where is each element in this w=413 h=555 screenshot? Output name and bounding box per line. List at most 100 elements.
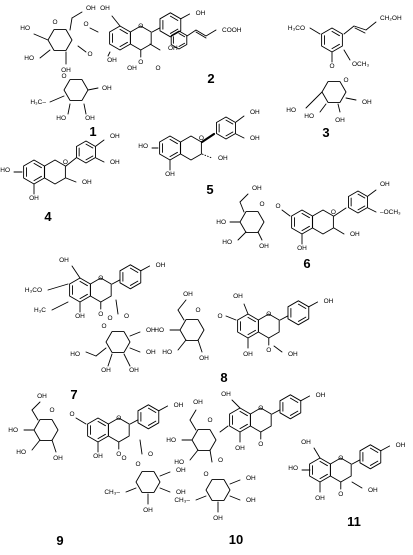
single-bond: [111, 279, 121, 285]
single-bond: [107, 353, 113, 367]
single-bond: [243, 303, 249, 315]
single-bond: [39, 49, 51, 59]
single-bond: [33, 33, 49, 41]
single-bond: [129, 347, 141, 353]
atom-label: OH: [156, 262, 166, 269]
double-bond: [289, 397, 299, 403]
double-bond: [331, 30, 340, 37]
atom-label: OH: [316, 392, 326, 399]
single-bond: [281, 209, 291, 217]
atom-label: H₃CO: [288, 25, 305, 32]
atom-label: O: [199, 135, 204, 142]
double-bond: [169, 15, 179, 21]
double-bond: [225, 119, 234, 125]
atom-label: HO: [222, 239, 232, 246]
atom-label: OH: [176, 489, 186, 496]
atom-label: O: [116, 415, 121, 422]
single-bond: [345, 97, 357, 101]
atom-label: CH₃–: [104, 489, 120, 496]
wedge-bond: [200, 132, 216, 144]
compound-number-3: 3: [322, 125, 329, 140]
atom-label: OH: [297, 245, 307, 252]
atom-label: OH: [335, 117, 345, 124]
single-bond: [351, 459, 361, 465]
double-bond: [369, 447, 379, 453]
atom-label: OH: [85, 115, 95, 122]
atom-label: OH: [168, 45, 178, 52]
atom-label: O: [195, 307, 200, 314]
glucose-ring: [321, 81, 347, 103]
atom-label: CH₃–: [174, 497, 190, 504]
atom-label: OH: [82, 179, 92, 186]
single-bond: [67, 103, 71, 115]
c-ring: [312, 209, 334, 235]
single-bond: [177, 299, 187, 311]
phenyl-ring: [170, 30, 188, 50]
atom-label: OH: [143, 507, 153, 514]
single-bond: [83, 103, 87, 115]
glucose-ring: [191, 429, 217, 451]
atom-label: CH₂OH: [380, 15, 402, 22]
bond-chain: [343, 21, 377, 35]
single-bond: [239, 193, 249, 203]
single-bond: [219, 425, 229, 433]
bond-chain: [186, 29, 217, 37]
atom-label: O: [83, 21, 88, 28]
atom-label: O: [69, 411, 74, 418]
single-bond: [209, 449, 213, 463]
single-bond: [197, 339, 203, 353]
atom-label: O: [87, 51, 92, 58]
single-bond: [380, 445, 391, 452]
atom-label: OH: [235, 445, 245, 452]
single-bond: [129, 419, 139, 425]
atom-label: HO: [216, 219, 226, 226]
single-bond: [273, 345, 283, 353]
single-bond: [235, 115, 245, 123]
single-bond: [95, 139, 105, 147]
double-bond: [239, 423, 248, 430]
atom-label: OH: [380, 181, 390, 188]
single-bond: [319, 103, 327, 113]
double-bond: [129, 280, 139, 286]
atom-label: OH: [199, 355, 209, 362]
single-bond: [89, 27, 99, 33]
single-bond: [65, 177, 77, 183]
single-bond: [189, 419, 197, 431]
atom-label: H₃C: [34, 307, 46, 314]
atom-label: OH: [213, 515, 223, 522]
atom-label: O: [49, 407, 54, 414]
single-bond: [177, 339, 187, 351]
double-bond: [169, 138, 178, 145]
atom-label: OH: [221, 391, 231, 398]
atom-label: OH: [324, 298, 334, 305]
atom-label: OH: [61, 67, 71, 74]
double-bond: [178, 33, 186, 38]
atom-label: O: [338, 491, 343, 498]
atom-label: –OCH₃: [380, 209, 401, 216]
single-bond: [189, 449, 199, 461]
atom-label: OH: [110, 133, 120, 140]
atom-label: O: [98, 311, 103, 318]
single-bond: [125, 487, 137, 493]
double-bond: [319, 460, 328, 467]
atom-label: OH: [129, 367, 139, 374]
atom-label: OH: [100, 5, 110, 12]
atom-label: O: [138, 59, 143, 66]
atom-label: HO: [162, 349, 172, 356]
atom-label: HO: [304, 113, 314, 120]
atom-label: O: [338, 455, 343, 462]
single-bond: [313, 91, 323, 101]
single-bond: [354, 27, 366, 34]
atom-label: HO: [8, 427, 18, 434]
double-bond: [169, 28, 179, 34]
single-bond: [111, 15, 121, 27]
atom-label: O: [203, 471, 208, 478]
double-bond: [301, 212, 310, 219]
single-bond: [229, 495, 241, 501]
atom-label: O: [138, 23, 143, 30]
